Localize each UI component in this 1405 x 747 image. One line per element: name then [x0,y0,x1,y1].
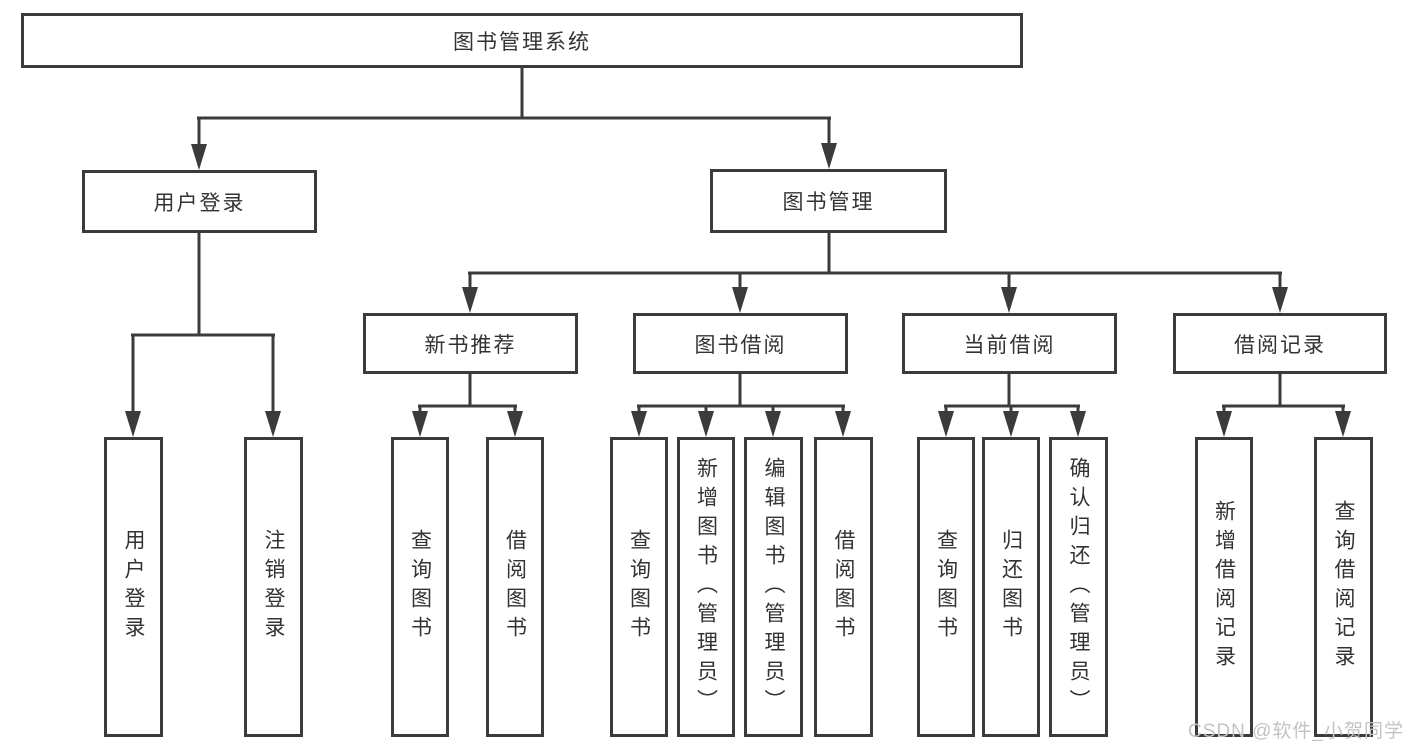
leaf-cb-query-books: 查询图书 [917,437,975,737]
leaf-bb-query-books: 查询图书 [610,437,668,737]
node-label: 用户登录 [153,191,246,215]
leaf-bb-add-books-admin: 新增图书（管理员） [677,437,735,737]
connector-root-to-level2 [197,68,831,147]
connector-new-book-children [418,374,517,416]
connector-book-borrow-children [637,374,845,416]
node-label: 图书借阅 [694,333,787,357]
leaf-label: 编辑图书（管理员） [762,456,785,718]
leaf-label: 借阅图书 [503,529,527,645]
node-label: 借阅记录 [1234,333,1326,357]
leaf-cb-confirm-return-admin: 确认归还（管理员） [1049,437,1108,737]
leaf-label: 查询图书 [934,529,958,645]
node-current-borrow: 当前借阅 [902,313,1117,374]
leaf-user-login: 用户登录 [104,437,163,737]
node-label: 图书管理系统 [453,30,591,54]
leaf-label: 查询借阅记录 [1332,500,1355,674]
leaf-label: 查询图书 [627,529,651,645]
arrowheads [125,143,1351,437]
node-new-book-recommend: 新书推荐 [363,313,578,374]
leaf-nb-borrow-books: 借阅图书 [486,437,544,737]
leaf-label: 注销登录 [262,529,285,645]
node-borrow-records: 借阅记录 [1173,313,1387,374]
connector-user-login-children [131,233,275,414]
leaf-label: 新增借阅记录 [1212,500,1236,674]
leaf-label: 借阅图书 [832,529,855,645]
leaf-logout: 注销登录 [244,437,303,737]
leaf-label: 查询图书 [408,529,432,645]
leaf-label: 新增图书（管理员） [694,456,718,718]
node-label: 当前借阅 [963,333,1056,357]
node-book-management: 图书管理 [710,169,947,233]
node-library-management-system: 图书管理系统 [21,13,1023,68]
node-book-borrow: 图书借阅 [633,313,848,374]
node-label: 新书推荐 [424,333,517,357]
leaf-label: 归还图书 [999,529,1023,645]
connector-current-borrow-children [944,374,1080,416]
leaf-bb-borrow-books: 借阅图书 [814,437,873,737]
leaf-label: 确认归还（管理员） [1067,456,1090,718]
connector-borrow-records-children [1222,374,1345,416]
csdn-watermark: CSDN @软件_小贺同学 [1188,721,1404,742]
node-label: 图书管理 [782,191,875,214]
leaf-br-query-borrow-record: 查询借阅记录 [1314,437,1373,737]
leaf-cb-return-books: 归还图书 [982,437,1040,737]
leaf-br-add-borrow-record: 新增借阅记录 [1195,437,1253,737]
leaf-label: 用户登录 [122,529,145,645]
leaf-nb-query-books: 查询图书 [391,437,449,737]
connector-book-management-children [468,233,1282,290]
node-user-login: 用户登录 [82,170,317,233]
leaf-bb-edit-books-admin: 编辑图书（管理员） [744,437,803,737]
